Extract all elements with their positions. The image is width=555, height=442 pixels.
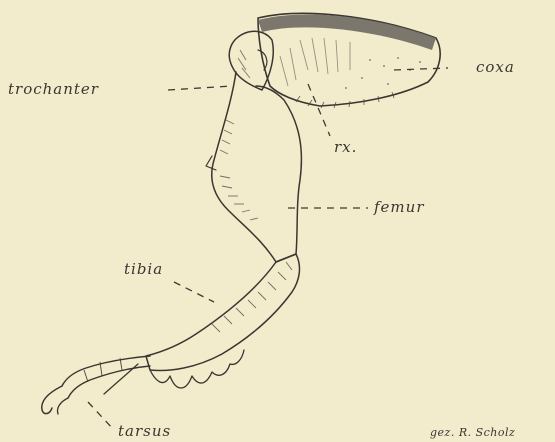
tibia-segment [146, 254, 299, 388]
leader-trochanter [168, 86, 232, 90]
leader-tarsus [88, 402, 114, 430]
label-tarsus: tarsus [118, 422, 171, 440]
trochanter-segment [229, 31, 273, 90]
label-trochanter: trochanter [8, 80, 99, 98]
label-tibia: tibia [124, 260, 163, 278]
coxa-segment [258, 13, 440, 108]
leader-rx [308, 84, 330, 136]
tarsus-segment [42, 356, 150, 414]
leader-tibia [174, 282, 214, 302]
femur-segment [206, 72, 301, 262]
leader-coxa [394, 68, 448, 70]
label-femur: femur [373, 198, 424, 216]
label-coxa: coxa [476, 58, 515, 76]
artist-signature: gez. R. Scholz [430, 426, 515, 439]
label-rx: rx. [334, 138, 357, 156]
